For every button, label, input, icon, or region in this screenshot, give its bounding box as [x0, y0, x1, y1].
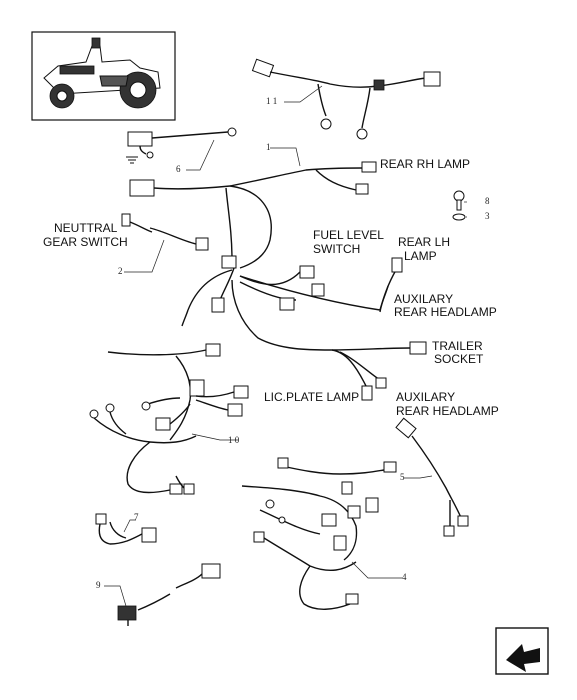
label-aux-rear-headlamp-a-line1: AUXILARY	[394, 292, 454, 306]
callout-1: 1	[266, 142, 271, 152]
label-aux-rear-headlamp-b-line2: REAR HEADLAMP	[396, 404, 499, 418]
callout-7: 7	[134, 512, 139, 522]
callout-8: 8	[485, 196, 490, 206]
harness-item-11	[251, 58, 441, 140]
label-aux-rear-headlamp-a-line2: REAR HEADLAMP	[394, 305, 497, 319]
label-fuel-level-line2: SWITCH	[313, 242, 361, 256]
harness-item-1	[121, 161, 427, 401]
callout-3: 3	[485, 211, 490, 221]
harness-item-6	[127, 127, 237, 159]
label-trailer-socket-line1: TRAILER	[432, 339, 483, 353]
harness-item-7	[95, 513, 157, 545]
label-rear-lh-lamp-line1: REAR LH	[398, 235, 451, 249]
label-lic-plate-lamp: LIC.PLATE LAMP	[264, 390, 360, 404]
callout-leader-lines	[104, 85, 467, 607]
callout-2: 2	[118, 266, 123, 276]
next-page-arrow-icon[interactable]	[495, 627, 549, 675]
ground-icon	[126, 156, 138, 164]
label-neutral-gear-switch-line2: GEAR SWITCH	[43, 235, 128, 249]
callout-6: 6	[176, 164, 181, 174]
tractor-thumbnail-icon	[31, 31, 176, 121]
harness-item-9	[117, 563, 221, 626]
harness-item-5	[395, 417, 469, 537]
harness-item-4	[241, 457, 397, 610]
label-aux-rear-headlamp-b-line1: AUXILARY	[396, 390, 456, 404]
callout-10: 1 0	[228, 435, 240, 445]
label-fuel-level-line1: FUEL LEVEL	[313, 228, 384, 242]
callout-5: 5	[400, 472, 405, 482]
callout-4: 4	[402, 572, 407, 582]
label-trailer-socket-line2: SOCKET	[434, 352, 484, 366]
label-neutral-gear-switch-line1: NEUTTRAL	[54, 221, 118, 235]
callout-11: 1 1	[266, 96, 278, 106]
label-rear-lh-lamp-line2: LAMP	[404, 249, 437, 263]
harness-item-10	[89, 343, 249, 495]
callout-9: 9	[96, 580, 101, 590]
label-rear-rh-lamp: REAR RH LAMP	[380, 157, 471, 171]
bolt-and-washer	[452, 190, 466, 221]
